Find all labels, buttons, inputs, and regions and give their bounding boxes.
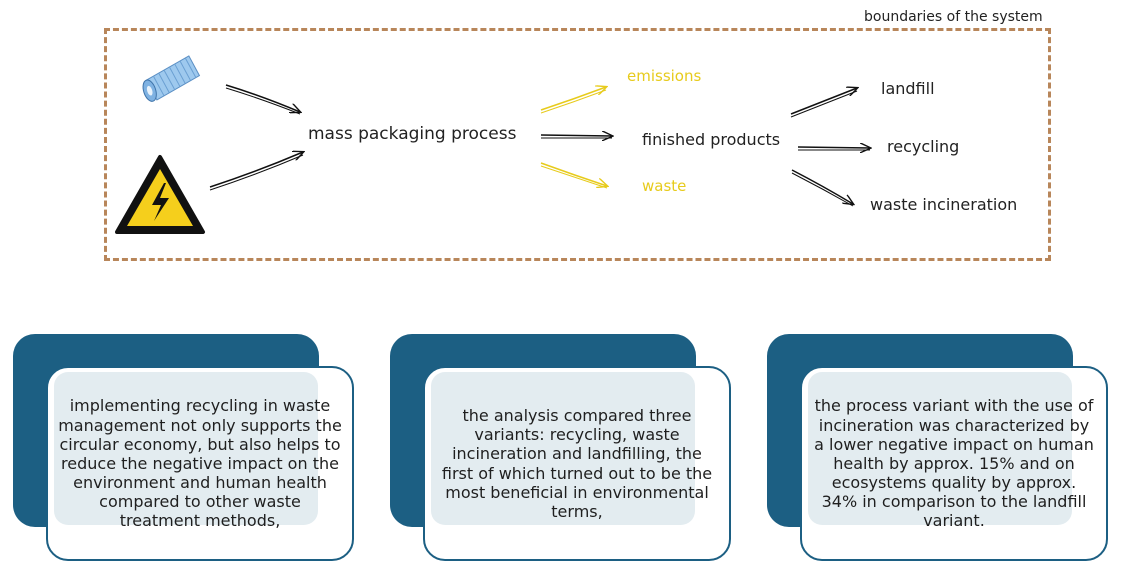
card-1-shade xyxy=(54,372,318,525)
flow-arrows xyxy=(209,84,1124,207)
arrow-process-to-emissions xyxy=(540,87,606,114)
card-1-text: implementing recycling in waste manageme… xyxy=(58,396,342,531)
plastic-film-roll-icon xyxy=(134,55,206,109)
incineration-label: waste incineration xyxy=(870,195,1018,214)
high-voltage-warning-icon xyxy=(114,153,206,235)
card-3-text: the process variant with the use of inci… xyxy=(814,396,1094,531)
card-3-shade xyxy=(808,372,1072,525)
card-1: implementing recycling in waste manageme… xyxy=(46,366,354,561)
card-3: the process variant with the use of inci… xyxy=(800,366,1108,561)
arrow-film-to-process xyxy=(225,84,300,115)
boundary-label: boundaries of the system xyxy=(864,9,1043,25)
process-label: mass packaging process xyxy=(308,124,517,144)
arrow-energy-to-process xyxy=(209,152,303,191)
emissions-label: emissions xyxy=(627,67,702,85)
arrow-finished-to-incineration xyxy=(791,169,853,207)
landfill-label: landfill xyxy=(881,79,935,98)
arrow-finished-to-landfill xyxy=(790,88,857,118)
finished-products-label: finished products xyxy=(642,130,781,149)
arrow-process-to-finished xyxy=(540,135,612,138)
waste-label: waste xyxy=(642,177,687,195)
card-2-text: the analysis compared three variants: re… xyxy=(441,405,713,521)
card-2-shade xyxy=(431,372,695,525)
card-2: the analysis compared three variants: re… xyxy=(423,366,731,561)
recycling-label: recycling xyxy=(887,137,960,156)
arrow-finished-to-recycling xyxy=(797,147,870,150)
arrow-process-to-waste xyxy=(540,162,607,189)
system-boundary xyxy=(104,28,1051,261)
